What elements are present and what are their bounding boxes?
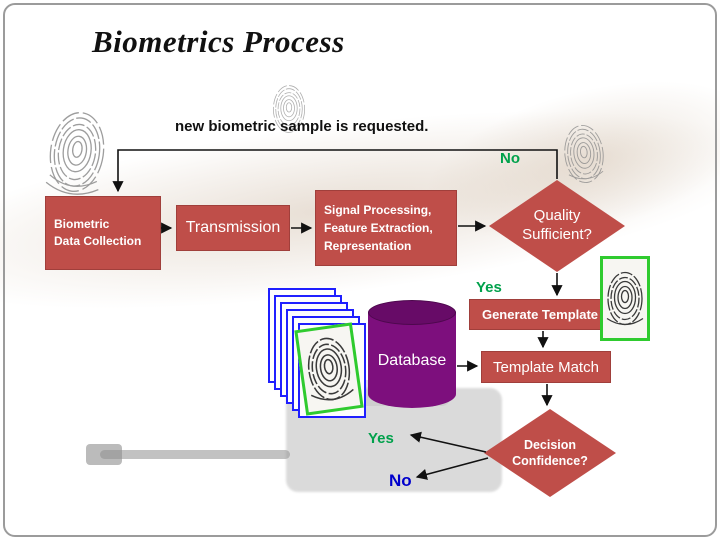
decision-confidence: Decision Confidence? (484, 409, 616, 497)
decision-label: Decision Confidence? (512, 437, 588, 468)
label-no-quality: No (500, 150, 520, 167)
decision-label: Quality Sufficient? (522, 207, 592, 243)
database-body (368, 312, 456, 408)
framed-fingerprint-icon-right (600, 256, 650, 341)
page-title: Biometrics Process (92, 24, 345, 59)
node-label: Signal Processing, Feature Extraction, R… (324, 203, 433, 253)
background-usb-cable (100, 450, 290, 459)
node-transmission: Transmission (176, 205, 290, 251)
request-note: new biometric sample is requested. (175, 118, 429, 135)
database-cylinder-icon: Database (368, 300, 456, 408)
fingerprint-icon-top-center (268, 84, 310, 134)
database-label: Database (377, 352, 447, 369)
framed-fingerprint-icon-stack (294, 322, 364, 416)
node-template-match: Template Match (481, 351, 611, 383)
database-top-ellipse (368, 300, 456, 325)
node-label: Generate Template (481, 307, 599, 322)
label-yes-decision: Yes (368, 430, 394, 447)
node-signal-processing: Signal Processing, Feature Extraction, R… (315, 190, 457, 266)
node-label: Template Match (493, 358, 599, 376)
label-yes-quality: Yes (476, 279, 502, 296)
node-biometric-data-collection: Biometric Data Collection (45, 196, 161, 270)
node-generate-template: Generate Template (469, 299, 611, 330)
node-label: Biometric Data Collection (54, 216, 142, 248)
fingerprint-icon-top-left (42, 104, 112, 199)
fingerprint-icon-right (560, 120, 608, 188)
label-no-decision: No (389, 471, 412, 490)
background-usb-plug (86, 444, 122, 465)
node-label: Transmission (185, 219, 281, 236)
